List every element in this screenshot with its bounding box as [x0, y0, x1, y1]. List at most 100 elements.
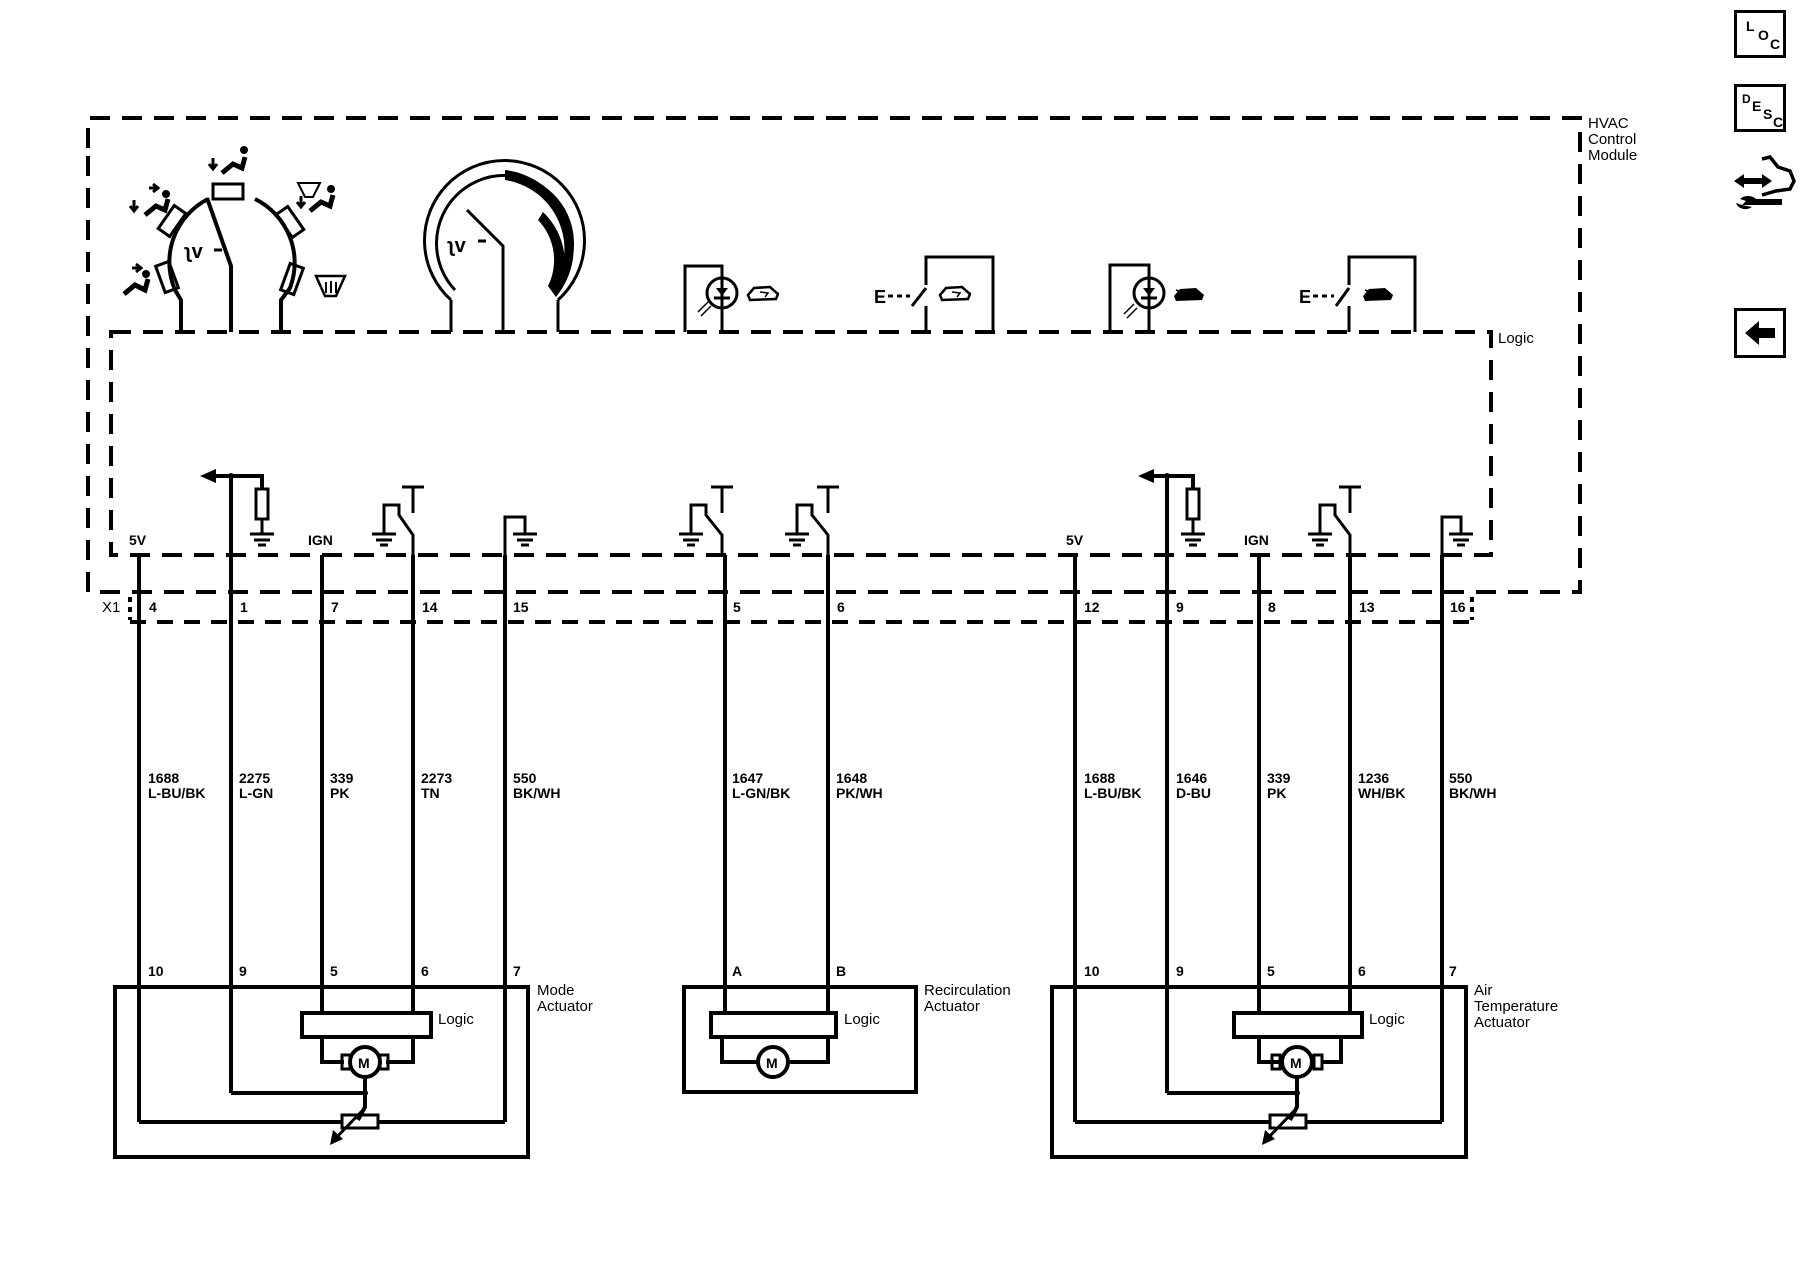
mode-selector-switch: ʅv: [122, 146, 347, 332]
mode-arc-right: [254, 197, 297, 332]
x1-connector-label: X1: [102, 599, 120, 616]
connector-repair-button[interactable]: [1732, 155, 1798, 220]
actuator-name-line: Air: [1474, 982, 1492, 999]
mode-actuator-housing: [113, 985, 530, 1159]
module-pin-number: 9: [1176, 599, 1184, 615]
pin-function-label: IGN: [308, 532, 333, 548]
wire-circuit-number: 1647: [732, 770, 763, 786]
module-pin-number: 4: [149, 599, 157, 615]
wire-circuit-number: 339: [1267, 770, 1291, 786]
wire-circuit-number: 1646: [1176, 770, 1207, 786]
loc-letter: O: [1758, 27, 1769, 43]
harness-wires: [137, 476, 1444, 1122]
defrost-mode-icon: [314, 274, 347, 298]
desc-letter: E: [1752, 98, 1762, 114]
actuator-pin: 9: [239, 963, 247, 979]
desc-letter: S: [1763, 106, 1773, 122]
wire-circuit-number: 1688: [148, 770, 179, 786]
loc-letter: C: [1770, 36, 1781, 52]
back-button[interactable]: [1734, 308, 1786, 358]
hvac-module-boundary: [86, 116, 1582, 594]
actuator-pin: A: [732, 963, 742, 979]
wire-color: L-BU/BK: [1084, 785, 1142, 801]
mode-resistor-lower-left: [153, 259, 181, 295]
description-button[interactable]: D E S C: [1734, 84, 1786, 132]
module-name-line-1: HVAC: [1588, 115, 1629, 132]
actuator-name-line: Actuator: [924, 998, 980, 1015]
wire-labels: 1688 L-BU/BK 2275 L-GN 339 PK 2273 TN 55…: [148, 770, 1496, 801]
actuator-logic-label: Logic: [438, 1011, 474, 1028]
temperature-dial: ʅv: [423, 159, 586, 332]
recirc-indicator: [683, 264, 780, 332]
mode-arc-left: [167, 197, 209, 332]
recirc-switch: E: [874, 255, 995, 332]
actuator-pin: 9: [1176, 963, 1184, 979]
wire-color: L-GN: [239, 785, 273, 801]
bi-level-mode-icon: [128, 182, 171, 217]
module-name-line-3: Module: [1588, 147, 1637, 164]
wire-circuit-number: 550: [1449, 770, 1473, 786]
module-pin-number: 15: [513, 599, 529, 615]
recirc-switch-car-icon: [938, 285, 972, 302]
recirc-switch-e-label: E: [874, 287, 886, 307]
actuator-logic-block: [709, 1011, 838, 1039]
module-pin-number: 16: [1450, 599, 1466, 615]
wire-circuit-number: 550: [513, 770, 537, 786]
wire-color: BK/WH: [513, 785, 560, 801]
actuator-logic-label: Logic: [1369, 1011, 1405, 1028]
actuator-logic-label: Logic: [844, 1011, 880, 1028]
module-pin-number: 1: [240, 599, 248, 615]
outside-air-switch-e-label: E: [1299, 287, 1311, 307]
module-internal-right: [1138, 469, 1473, 555]
recirc-car-icon: [746, 285, 780, 302]
module-pin-number: 7: [331, 599, 339, 615]
mode-resistor-top: [211, 182, 245, 201]
motor-label: M: [358, 1055, 370, 1071]
mode-wiper: [205, 197, 233, 332]
actuator-name-line: Actuator: [537, 998, 593, 1015]
wire-circuit-number: 2273: [421, 770, 452, 786]
loc-letter: L: [1746, 18, 1755, 34]
actuator-pin: 6: [421, 963, 429, 979]
svg-text:ʅv: ʅv: [447, 235, 467, 257]
desc-letter: D: [1742, 92, 1751, 106]
air-temp-actuator-housing: [1050, 985, 1468, 1159]
module-pin-number: 5: [733, 599, 741, 615]
floor-mode-icon: [207, 146, 248, 175]
module-internal-middle: [679, 485, 839, 555]
module-pin-number: 6: [837, 599, 845, 615]
actuator-pin: 6: [1358, 963, 1366, 979]
mode-resistor-lower-right: [278, 261, 306, 297]
mode-actuator: 10 9 5 6 7 Mode Actuator Logic M: [113, 963, 593, 1159]
actuator-pin: 7: [1449, 963, 1457, 979]
wire-circuit-number: 2275: [239, 770, 270, 786]
wire-color: BK/WH: [1449, 785, 1496, 801]
wire-circuit-number: 1688: [1084, 770, 1115, 786]
motor-label: M: [1290, 1055, 1302, 1071]
motor-icon: [756, 1045, 790, 1079]
wire-color: TN: [421, 785, 440, 801]
actuator-name-line: Temperature: [1474, 998, 1558, 1015]
actuator-name-line: Mode: [537, 982, 575, 999]
wire-circuit-number: 1236: [1358, 770, 1389, 786]
location-button[interactable]: L O C: [1734, 10, 1786, 58]
wire-color: L-GN/BK: [732, 785, 790, 801]
air-temperature-actuator: 10 9 5 6 7 Air Temperature Actuator Logi…: [1050, 963, 1558, 1159]
hvac-module-label: HVAC Control Module: [1588, 115, 1637, 164]
wire-color: D-BU: [1176, 785, 1211, 801]
recirculation-actuator: A B Recirculation Actuator Logic M: [682, 963, 1011, 1094]
actuator-logic-block: [300, 1011, 433, 1039]
recirc-actuator-housing: [682, 985, 918, 1094]
arrow-left-icon: [1745, 321, 1775, 345]
pin-function-label: IGN: [1244, 532, 1269, 548]
module-pin-number: 12: [1084, 599, 1100, 615]
module-pin-number: 14: [422, 599, 438, 615]
pin-function-label: 5V: [1066, 532, 1084, 548]
wire-color: PK/WH: [836, 785, 883, 801]
module-internal-left: [200, 469, 537, 555]
actuator-pin: 5: [330, 963, 338, 979]
module-name-line-2: Control: [1588, 131, 1636, 148]
wire-color: WH/BK: [1358, 785, 1405, 801]
wire-color: PK: [1267, 785, 1286, 801]
